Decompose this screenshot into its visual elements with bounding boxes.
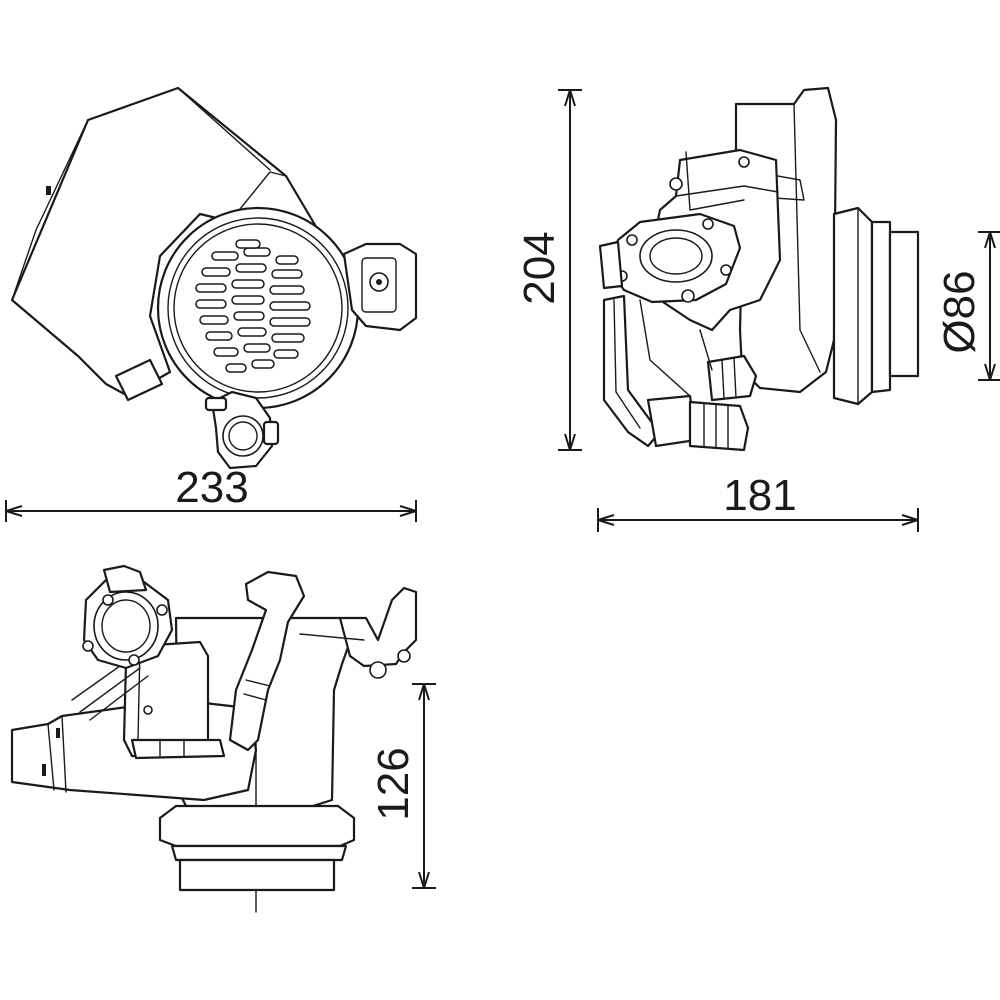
dimension-diameter-86: Ø86: [935, 231, 1000, 381]
dimension-126: 126: [369, 683, 436, 889]
dimension-label-233: 233: [175, 463, 248, 512]
coolant-nozzle-left: [114, 358, 164, 402]
valve-port-top: [82, 564, 174, 670]
dimension-label-126: 126: [369, 747, 418, 820]
dimension-233: 233: [5, 463, 417, 522]
mounting-bracket-top: [338, 586, 418, 668]
dimension-181: 181: [597, 471, 919, 532]
dimension-label-204: 204: [515, 231, 564, 304]
core-flange-outer: [156, 206, 360, 410]
core-fins: [195, 239, 311, 373]
cooler-housing: [10, 86, 332, 398]
dimension-label-181: 181: [723, 471, 796, 520]
dimension-label-diameter-86: Ø86: [935, 270, 984, 353]
side-view: [598, 86, 920, 452]
dimension-204: 204: [515, 89, 582, 451]
bottom-flange-top: [158, 804, 356, 913]
hose-connectors-side: [639, 299, 758, 452]
front-view: [10, 86, 418, 470]
coolant-pipe-top: [228, 570, 306, 752]
outlet-flange: [832, 206, 920, 406]
top-view: [10, 564, 418, 913]
